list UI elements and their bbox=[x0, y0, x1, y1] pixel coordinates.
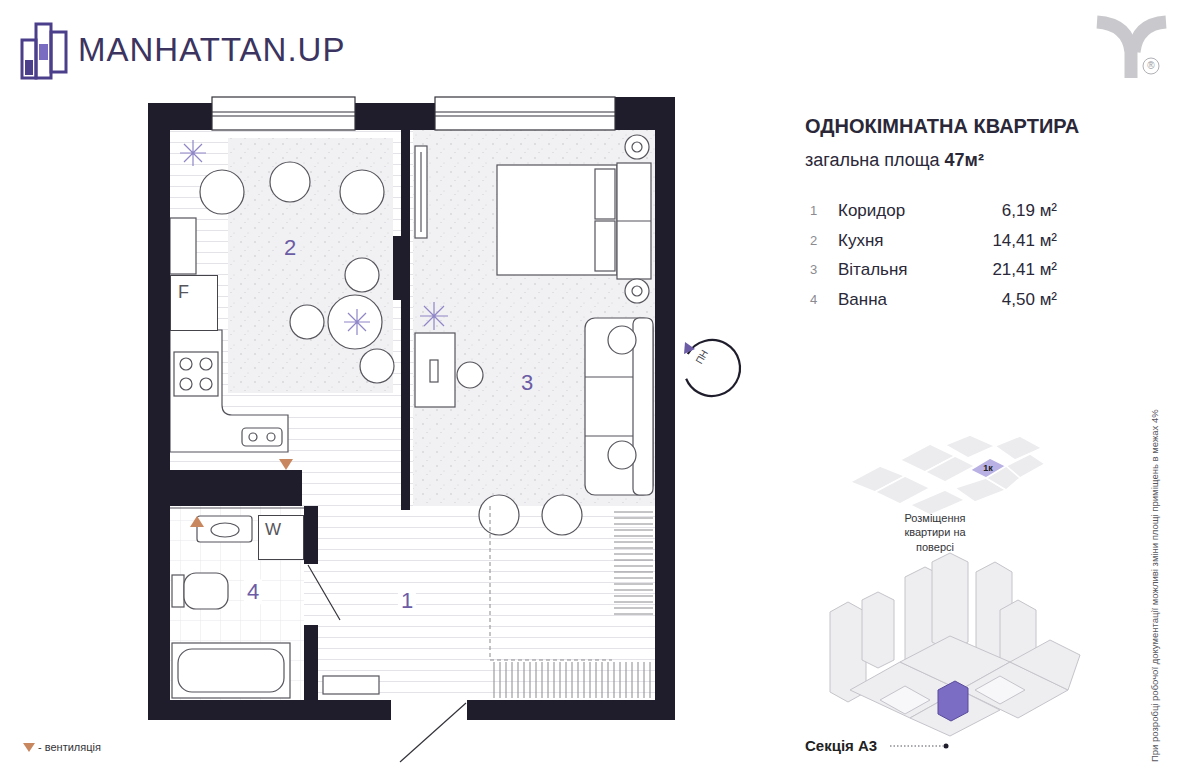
windows bbox=[212, 97, 615, 130]
brand-logo-icon bbox=[22, 24, 66, 78]
corridor-room: 1 bbox=[318, 508, 488, 700]
floor-location-map bbox=[850, 435, 1045, 515]
registered-mark: ® bbox=[1147, 60, 1154, 72]
room-name: Коридор bbox=[838, 201, 905, 221]
room-area: 21,41 м² bbox=[992, 260, 1057, 280]
compass bbox=[674, 330, 750, 406]
appliance-letter: W bbox=[265, 520, 281, 540]
section-leader bbox=[890, 744, 949, 749]
bathroom: 4W bbox=[170, 508, 304, 700]
registered-circle bbox=[1143, 58, 1159, 74]
vent-symbol bbox=[23, 459, 293, 752]
brand-mark bbox=[1097, 22, 1166, 78]
room-name: Кухня bbox=[838, 231, 884, 251]
floors bbox=[170, 130, 655, 700]
fridge-box: F bbox=[170, 275, 218, 331]
room-area: 14,41 м² bbox=[992, 231, 1057, 251]
kitchen-room: 2F bbox=[170, 130, 400, 470]
location-caption: Розміщення квартири на поверсі bbox=[895, 511, 975, 554]
room-index: 3 bbox=[810, 263, 817, 278]
plan-title: ОДНОКІМНАТНА КВАРТИРА bbox=[805, 115, 1079, 138]
kitchen-furniture bbox=[170, 162, 394, 452]
brand-logo-text: MANHATTAN.UP bbox=[78, 31, 345, 69]
corridor-furniture bbox=[323, 506, 653, 698]
room-number: 2 bbox=[281, 235, 299, 260]
room-area: 4,50 м² bbox=[1002, 290, 1057, 310]
room-number: 4 bbox=[244, 579, 262, 604]
walls bbox=[148, 97, 675, 720]
room-index: 1 bbox=[810, 204, 817, 219]
area-value: 47м² bbox=[945, 150, 984, 171]
room-number: 3 bbox=[518, 370, 536, 395]
apartment-marker: 1к bbox=[983, 463, 993, 473]
living-room: 3 bbox=[410, 130, 655, 506]
room-number: 1 bbox=[398, 588, 416, 613]
room-name: Ванна bbox=[838, 290, 887, 310]
room-index: 4 bbox=[810, 293, 817, 308]
bath-furniture bbox=[170, 508, 304, 698]
area-caption: загальна площа bbox=[805, 150, 940, 171]
disclaimer-note: При розробці робочої документації можлив… bbox=[1150, 409, 1161, 762]
room-name: Вітальня bbox=[838, 260, 908, 280]
legend-text: - вентиляція bbox=[38, 741, 101, 754]
room-area: 6,19 м² bbox=[1002, 201, 1057, 221]
washer-box: W bbox=[258, 515, 304, 560]
appliance-letter: F bbox=[178, 282, 189, 303]
complex-illustration bbox=[830, 553, 1080, 736]
living-furniture bbox=[415, 135, 653, 535]
room-index: 2 bbox=[810, 234, 817, 249]
compass-label: ПН bbox=[693, 348, 710, 366]
section-label: Секція А3 bbox=[805, 737, 877, 754]
doors bbox=[308, 565, 466, 762]
